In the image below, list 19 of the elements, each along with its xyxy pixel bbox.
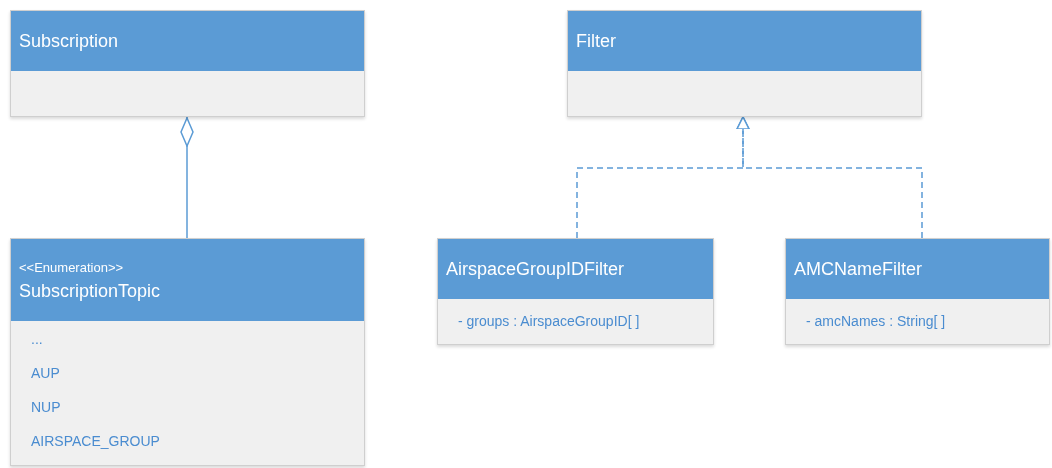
enum-value: ... [31,330,43,349]
inheritance-arrow [736,116,923,239]
class-box [437,238,714,345]
class-box [10,238,365,466]
class-box [10,10,365,117]
enum-value: AIRSPACE_GROUP [31,432,160,451]
class-name: Subscription [19,32,119,50]
class-name: SubscriptionTopic [19,281,161,300]
enum-value: NUP [31,398,61,417]
class-box [567,10,922,117]
aggregation-line [180,116,194,239]
attribute-text: - amcNames : String[ ] [806,312,946,331]
enum-value: AUP [31,364,60,383]
attribute-text: - groups : AirspaceGroupID[ ] [458,312,640,331]
class-name: Filter [576,32,616,50]
class-name: AirspaceGroupIDFilter [446,260,625,278]
class-box [785,238,1050,345]
stereotype-label: <<Enumeration>> [19,260,124,274]
class-name: AMCNameFilter [794,260,922,278]
